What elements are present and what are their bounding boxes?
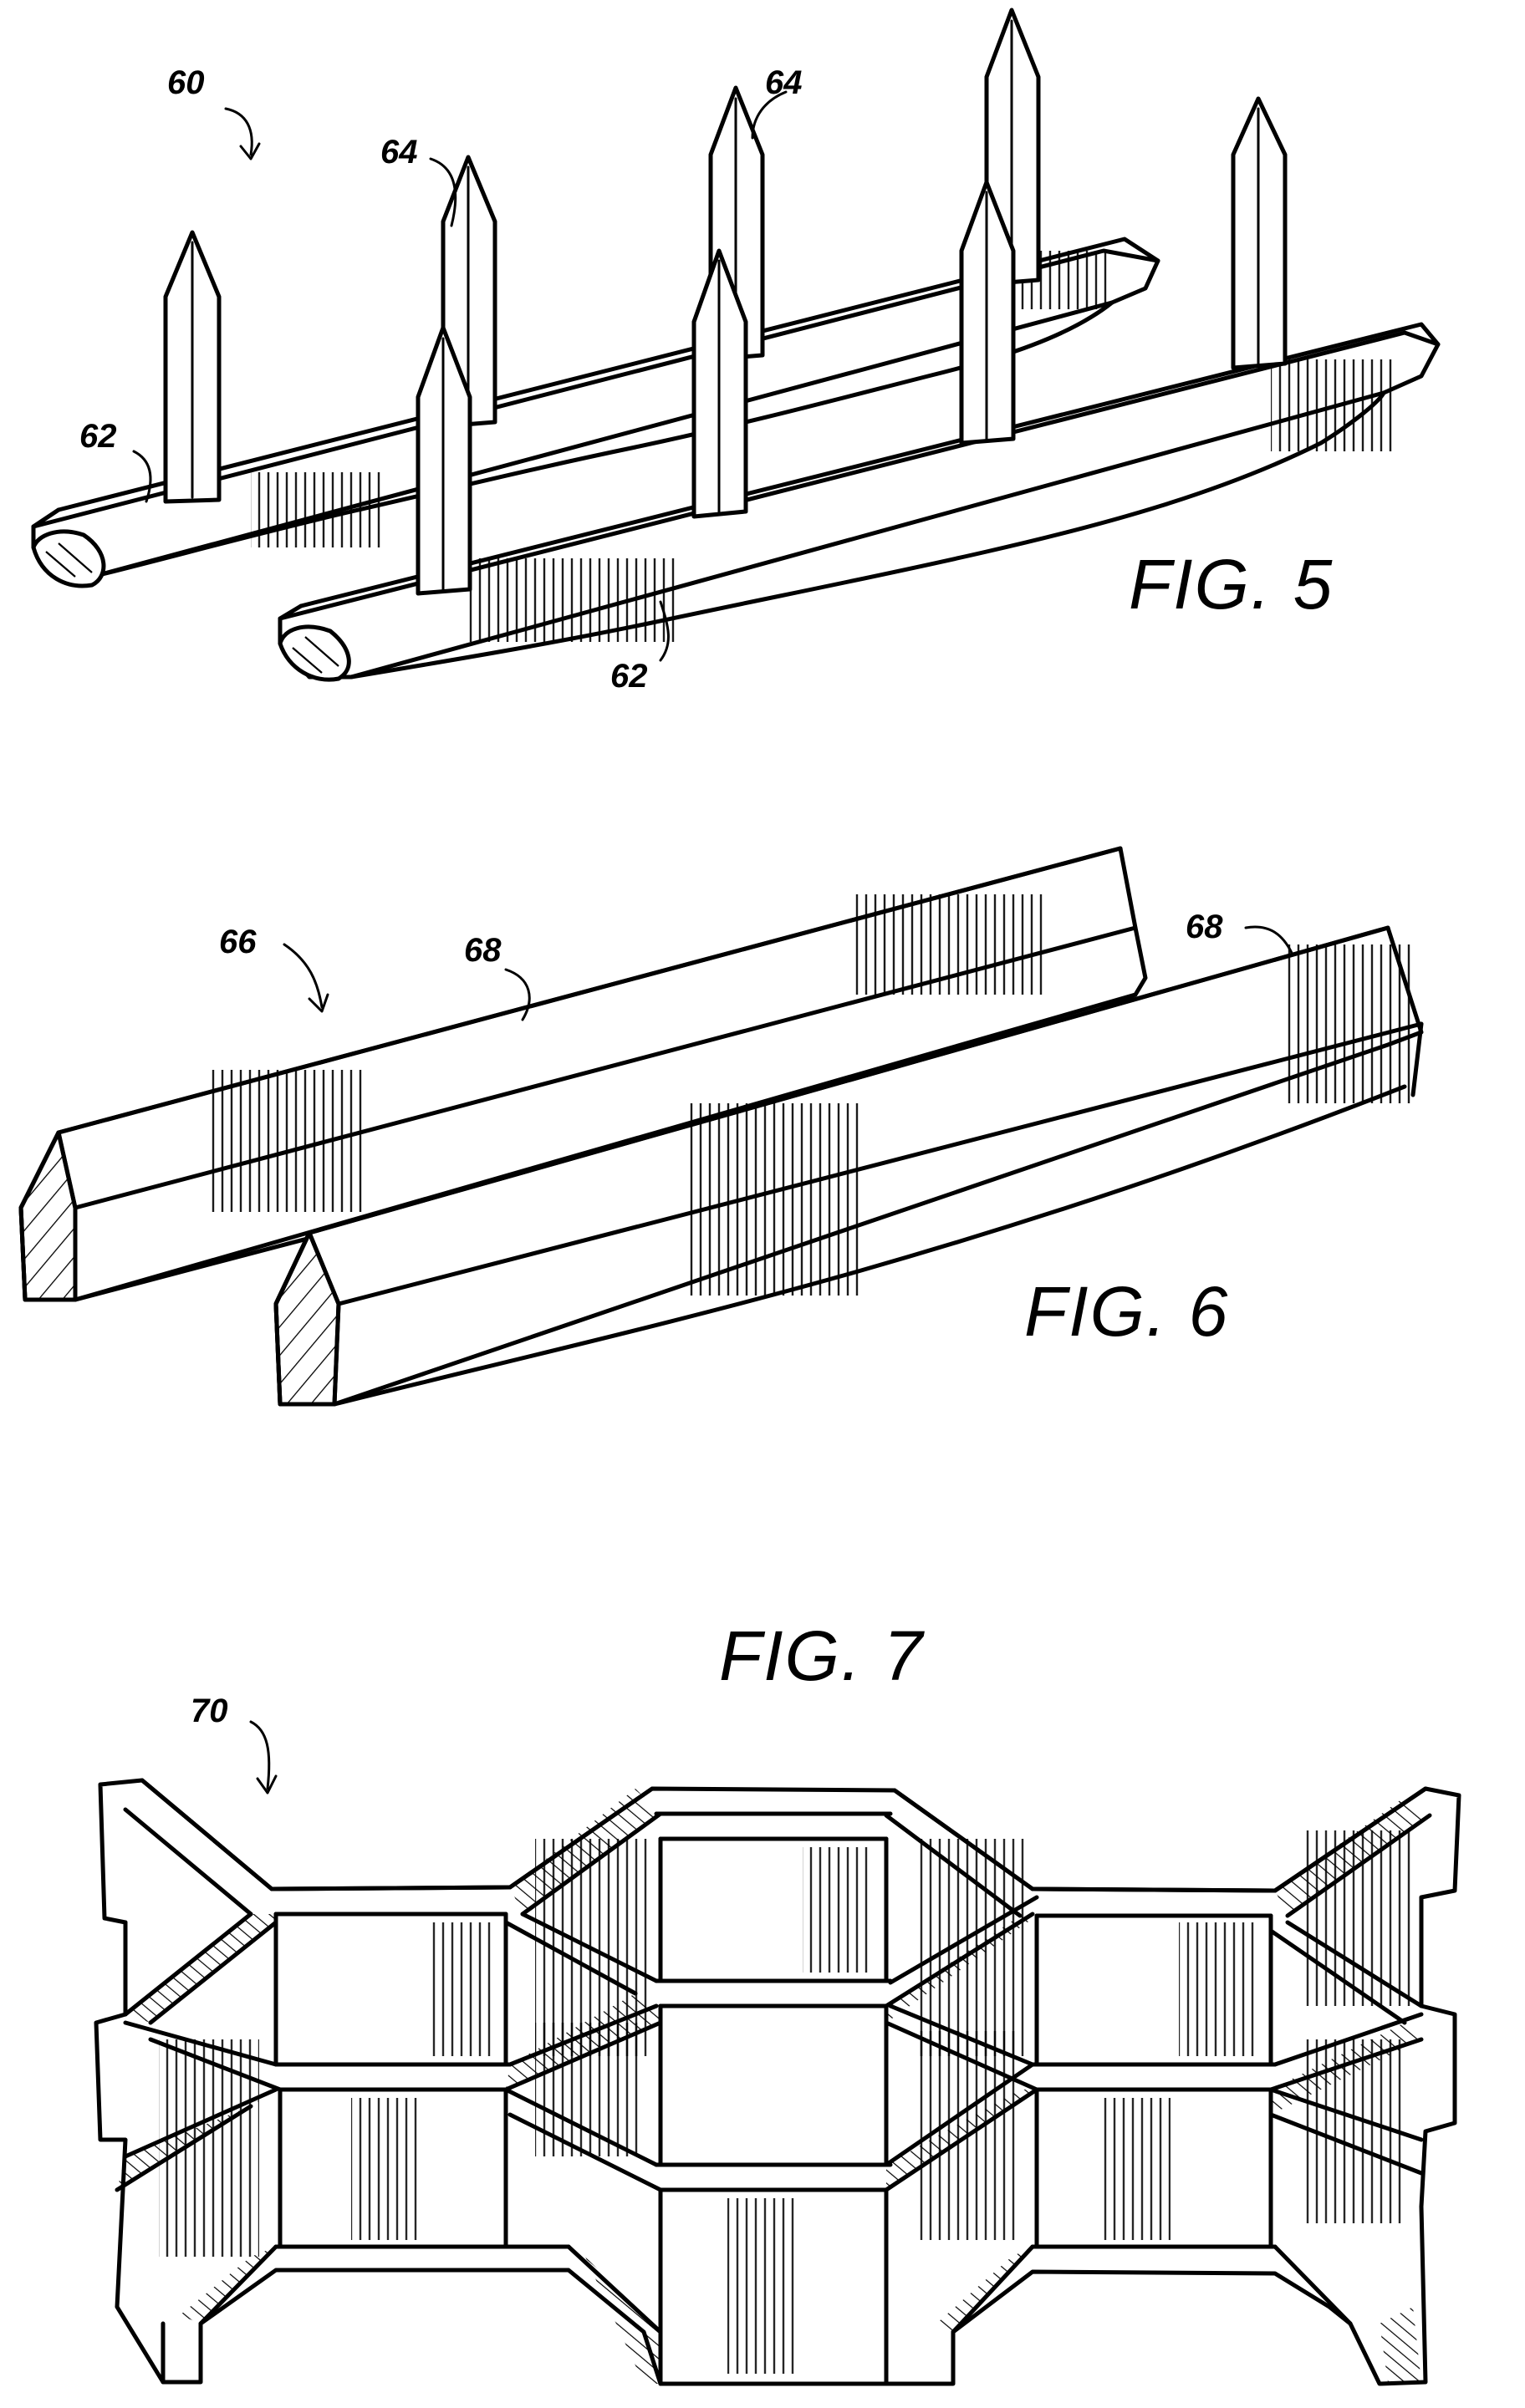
ref-64-right: 64 [765,64,803,101]
arrow-70 [249,1720,271,1790]
leader-62-back [132,450,152,503]
bar-front [273,925,1424,1407]
rail-front [278,322,1441,682]
arrow-66 [283,943,324,1009]
spikes-front-rail [416,96,1288,596]
figure-7: FIG. 7 70 [94,1616,1461,2386]
ref-64-left: 64 [380,134,418,171]
ref-70: 70 [191,1693,228,1729]
leader-68-left [504,968,531,1021]
fig6-label: FIG. 6 [1024,1272,1229,1351]
figure-6: 66 68 68 FIG. 6 [18,846,1424,1407]
ref-62-front: 62 [610,658,648,695]
ref-66: 66 [219,924,257,960]
fig5-label: FIG. 5 [1129,545,1334,624]
fig7-label: FIG. 7 [719,1616,926,1695]
ref-60: 60 [167,64,205,101]
leader-64-left [429,157,457,227]
arrowhead-70 [256,1774,278,1795]
arrow-60 [239,142,261,160]
figure-5: 60 62 62 64 64 FIG. 5 [31,8,1441,695]
rail-back [31,237,1160,588]
leader-64-right [751,90,788,140]
arrowhead-66 [308,993,329,1013]
ref-68-left: 68 [464,932,502,969]
leader-62-front [659,600,670,662]
honeycomb-grid [94,1778,1461,2386]
ref-62-back: 62 [79,418,117,455]
leader-68-right [1244,925,1293,955]
spikes-back-rail [163,8,1041,504]
leader-60 [224,107,253,156]
ref-68-right: 68 [1186,909,1223,945]
